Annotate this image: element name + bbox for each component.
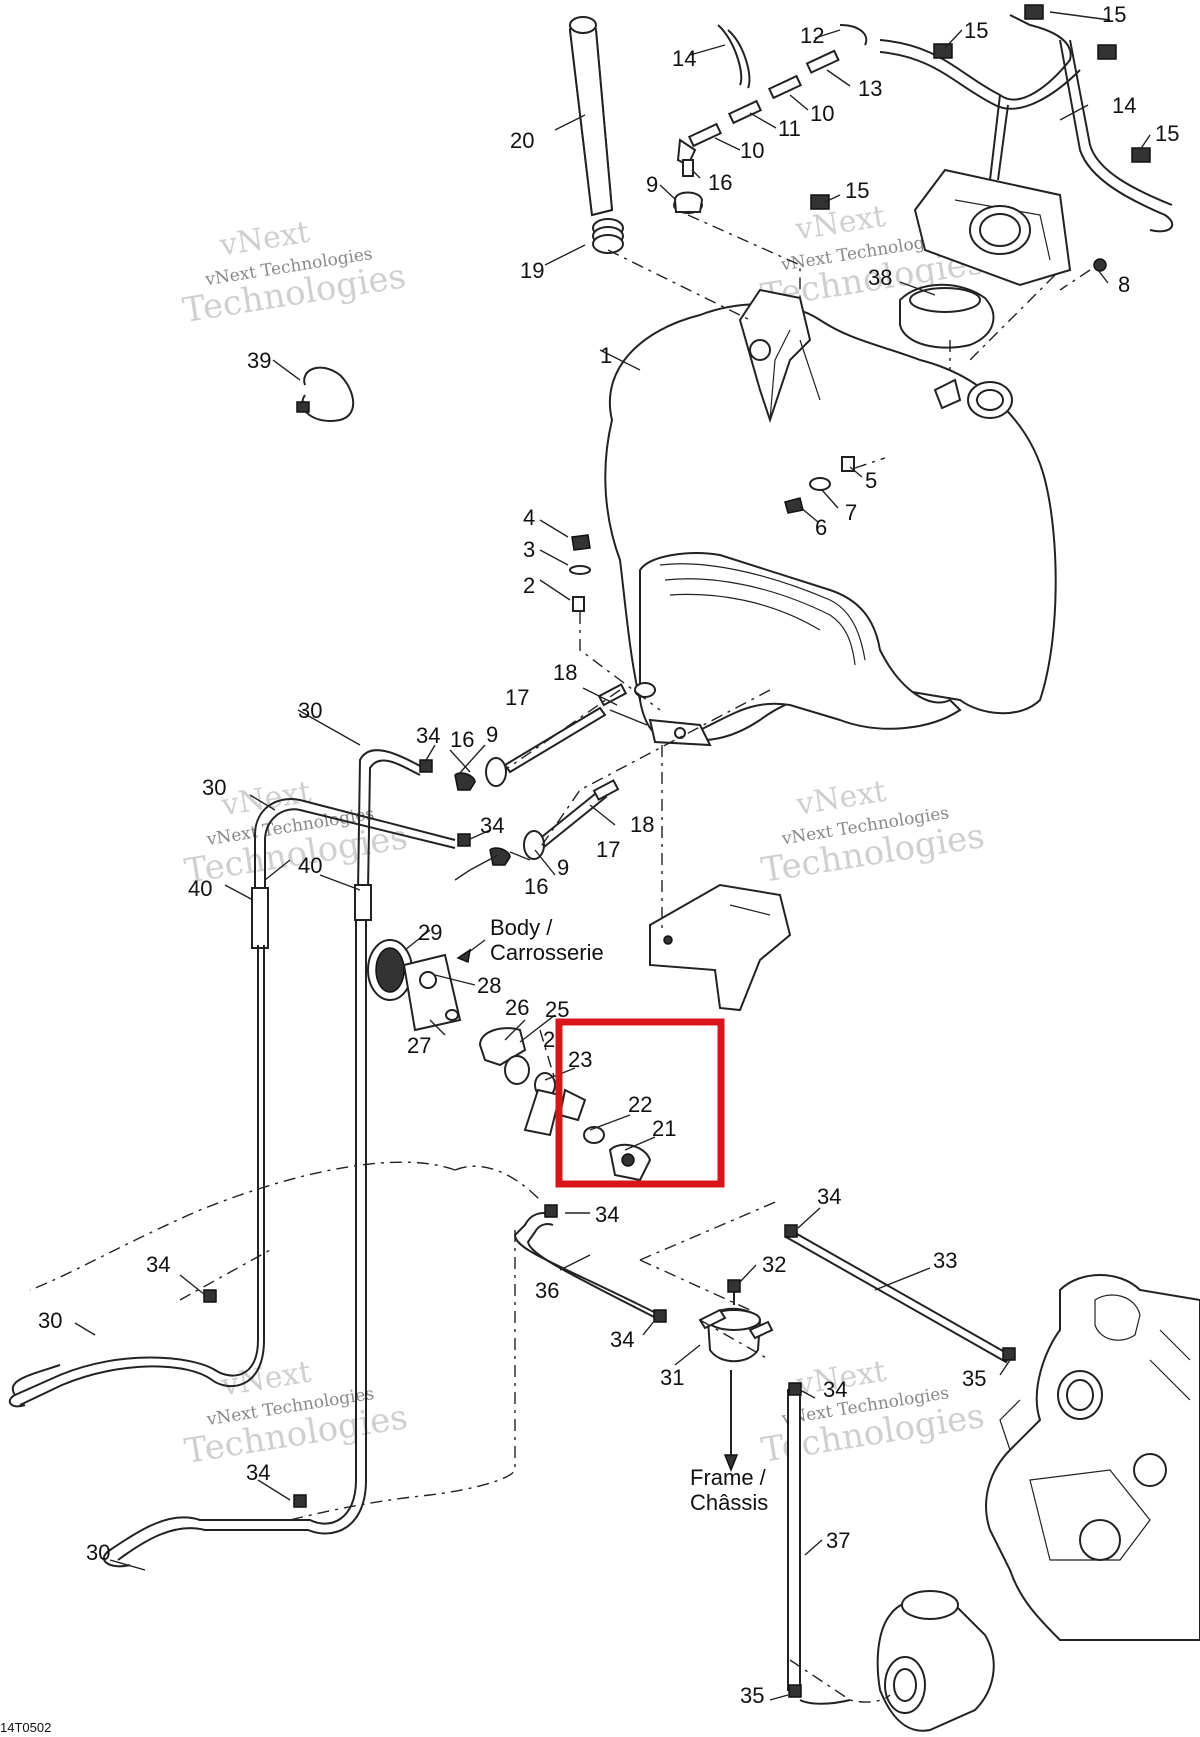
callout-2: 2 <box>523 573 535 598</box>
callout-32: 32 <box>762 1252 786 1277</box>
clamp <box>296 366 355 422</box>
callout-25: 25 <box>545 997 569 1022</box>
callout-30-c: 30 <box>38 1308 62 1333</box>
fuel-valve-assembly <box>367 939 652 1182</box>
frame-note-line2: Châssis <box>690 1490 768 1515</box>
callout-13: 13 <box>858 76 882 101</box>
return-hose-lower <box>8 920 367 1568</box>
callout-17-b: 17 <box>596 837 620 862</box>
callout-11: 11 <box>778 116 801 141</box>
frame-note-line1: Frame / <box>690 1465 767 1490</box>
callout-38: 38 <box>868 265 892 290</box>
callout-34-f: 34 <box>610 1327 634 1352</box>
return-hose-upper <box>251 749 456 949</box>
callout-30-a: 30 <box>298 698 322 723</box>
callout-21: 21 <box>652 1116 676 1141</box>
callout-15-a: 15 <box>964 18 988 43</box>
callout-39: 39 <box>247 348 271 373</box>
callout-8: 8 <box>1118 272 1130 297</box>
watermark-top-right: vNext vNext Technologies Technologies <box>758 199 987 317</box>
callout-34-b: 34 <box>480 813 504 838</box>
callout-30-d: 30 <box>86 1540 110 1565</box>
callout-34-g: 34 <box>823 1377 847 1402</box>
callout-14-a: 14 <box>672 46 696 71</box>
callout-1: 1 <box>600 343 612 368</box>
callout-6: 6 <box>815 515 827 540</box>
callout-34-h: 34 <box>246 1460 270 1485</box>
callout-10-a: 10 <box>740 138 764 163</box>
callout-4: 4 <box>523 505 535 530</box>
fuel-tank <box>604 288 1057 747</box>
callout-37: 37 <box>826 1528 850 1553</box>
watermark-bottom-right: vNext vNext Technologies Technologies <box>759 1354 988 1471</box>
fuel-lines-lower <box>513 1204 1016 1705</box>
watermark-top-left: vNext vNext Technologies Technologies <box>180 215 409 331</box>
callout-24: 2 <box>543 1027 555 1052</box>
leader-lines <box>74 11 1151 1701</box>
engine-carburetor <box>876 1274 1200 1732</box>
vent-hoses <box>810 4 1174 233</box>
fuel-cap <box>899 283 995 349</box>
callout-18-a: 18 <box>553 660 577 685</box>
callout-16-b: 16 <box>450 727 474 752</box>
callout-27: 27 <box>407 1033 431 1058</box>
callout-19: 19 <box>520 258 544 283</box>
callout-9-top: 9 <box>646 172 658 197</box>
callout-34-d: 34 <box>146 1252 170 1277</box>
callout-28: 28 <box>477 973 501 998</box>
callout-40-b: 40 <box>298 853 322 878</box>
callout-15-c: 15 <box>1155 121 1179 146</box>
callout-numbers: 1 2 3 4 5 6 7 8 9 9 9 10 10 11 12 13 14 … <box>38 2 1179 1708</box>
callout-20: 20 <box>510 128 534 153</box>
callout-35-a: 35 <box>962 1366 986 1391</box>
body-note-line2: Carrosserie <box>490 940 604 965</box>
callout-9-lower: 9 <box>557 855 569 880</box>
frame-note: Frame / Châssis <box>690 1465 768 1515</box>
watermark-bottom-left: vNext vNext Technologies Technologies <box>182 1355 411 1472</box>
highlight-box <box>555 1018 725 1188</box>
callout-16-a: 16 <box>708 170 732 195</box>
callout-16-c: 16 <box>524 874 548 899</box>
callout-34-e: 34 <box>817 1184 841 1209</box>
callout-15-b: 15 <box>1102 2 1126 27</box>
callout-34-c: 34 <box>595 1202 619 1227</box>
callout-10-b: 10 <box>810 101 834 126</box>
callout-30-b: 30 <box>202 775 226 800</box>
callout-9-mid: 9 <box>486 722 498 747</box>
callout-17-a: 17 <box>505 685 529 710</box>
callout-29: 29 <box>418 920 442 945</box>
callout-7: 7 <box>845 500 857 525</box>
callout-31: 31 <box>660 1365 684 1390</box>
callout-14-b: 14 <box>1112 93 1136 118</box>
callout-22: 22 <box>628 1092 652 1117</box>
callout-18-b: 18 <box>630 812 654 837</box>
watermark-mid-right: vNext vNext Technologies Technologies <box>759 774 988 891</box>
callout-12: 12 <box>800 23 824 48</box>
callout-34-a: 34 <box>416 723 440 748</box>
callout-23: 23 <box>568 1047 592 1072</box>
callout-36: 36 <box>535 1278 559 1303</box>
callout-15-d: 15 <box>845 178 869 203</box>
heat-shield <box>649 883 792 1012</box>
callout-26: 26 <box>505 995 529 1020</box>
vent-bracket <box>913 168 1107 287</box>
callout-3: 3 <box>523 537 535 562</box>
callout-40-a: 40 <box>188 876 212 901</box>
body-note-line1: Body / <box>490 915 553 940</box>
figure-code: 14T0502 <box>0 1720 51 1735</box>
filler-tube <box>568 16 624 254</box>
callout-35-b: 35 <box>740 1683 764 1708</box>
alignment-lines <box>29 214 1091 1703</box>
callout-5: 5 <box>865 468 877 493</box>
callout-33: 33 <box>933 1248 957 1273</box>
vent-fittings <box>673 24 868 214</box>
body-note: Body / Carrosserie <box>456 915 604 965</box>
mount-hardware-2-3-4 <box>569 534 591 612</box>
